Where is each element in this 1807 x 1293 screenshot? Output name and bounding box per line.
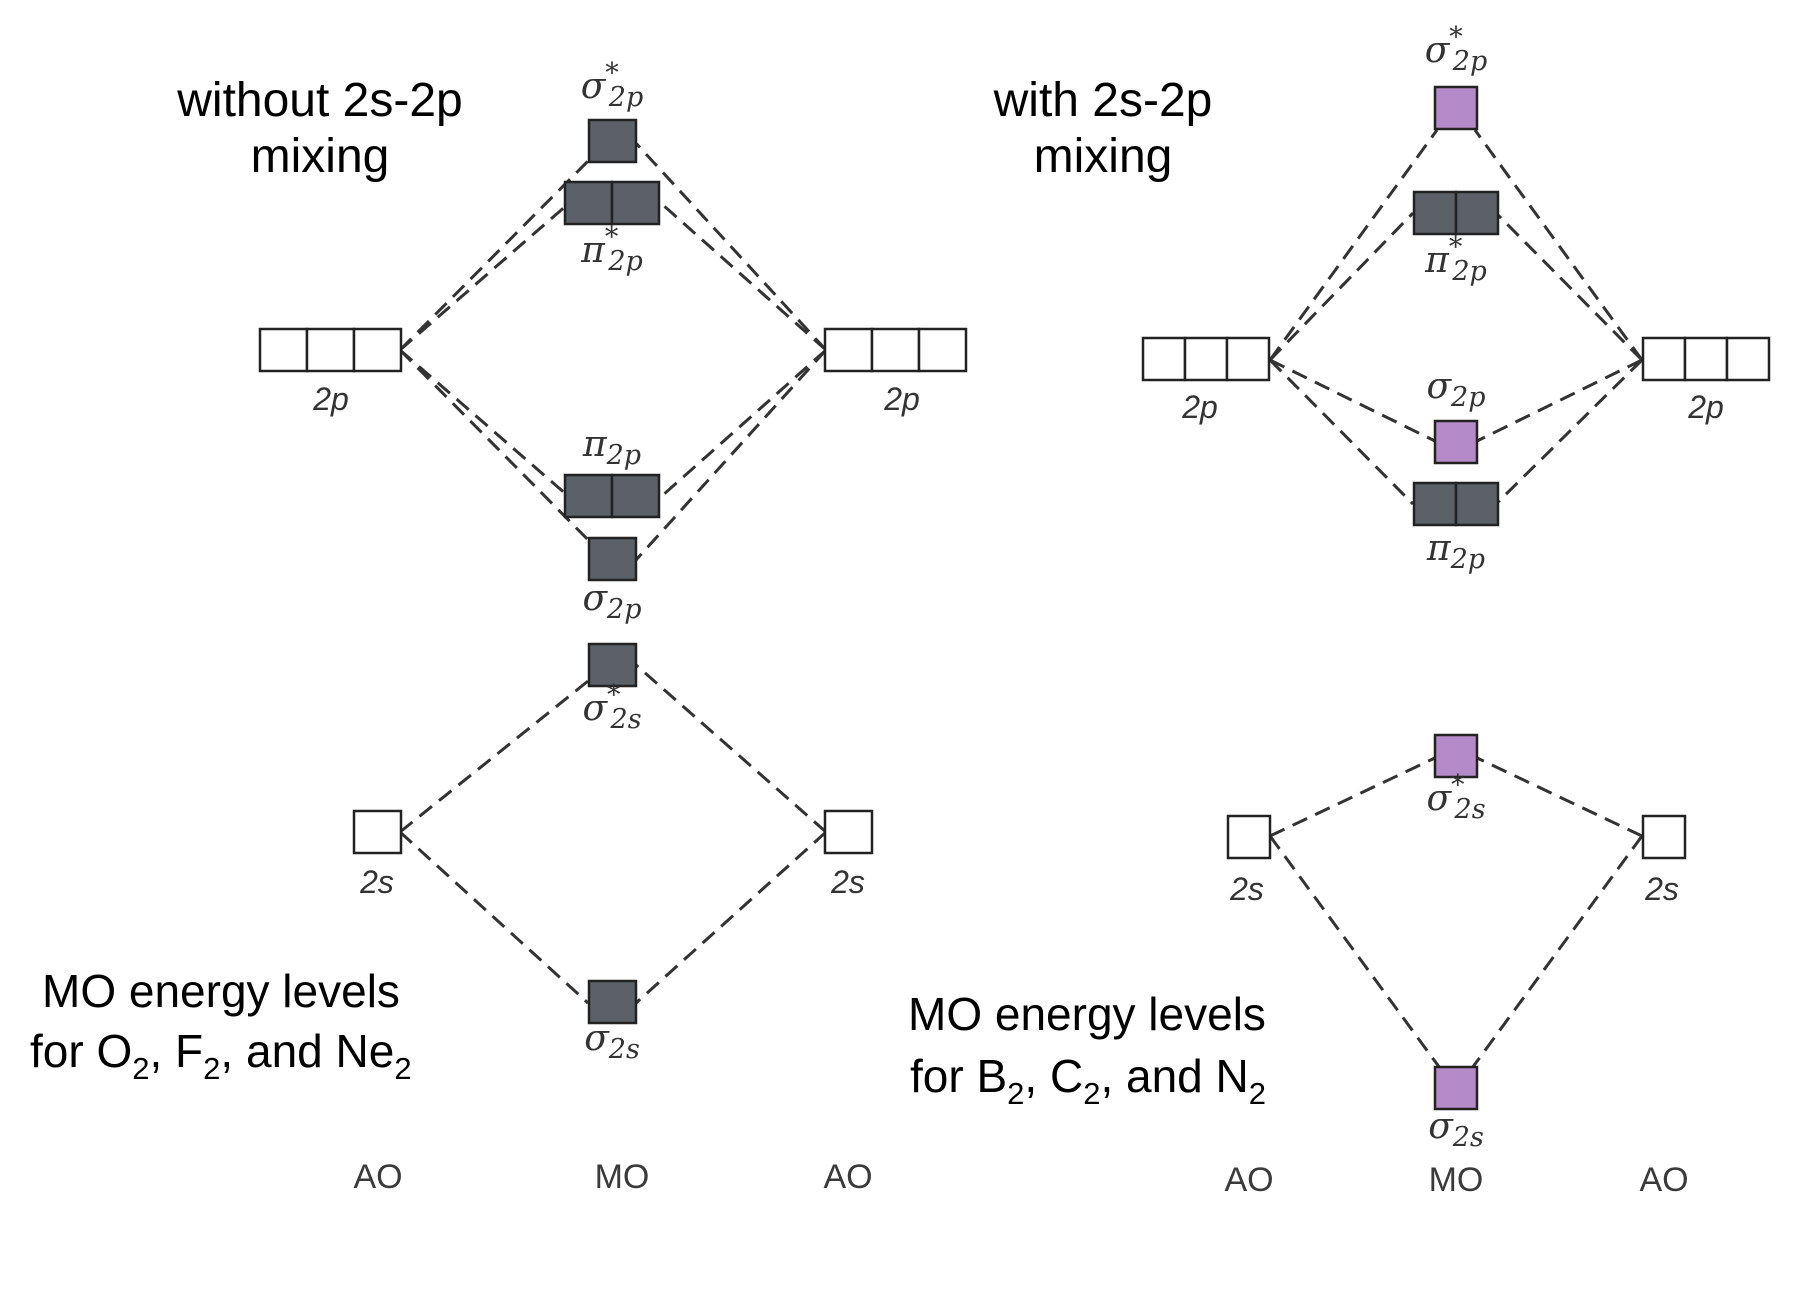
left-mo-sigma-star-2s-box	[587, 642, 638, 688]
left-mo-sigma-2s-box	[587, 979, 638, 1025]
orbital-box	[563, 473, 614, 519]
left-mo-sigma-star-2s-label: σ*2s	[582, 680, 641, 735]
left-diagram: 2p 2p 2s 2s σ*2p π*2p	[30, 58, 968, 1196]
left-mo-pi-star-2p-label: π*2p	[580, 222, 643, 277]
left-mo-sigma-star-2p-label: σ*2p	[581, 58, 644, 113]
right-ao-2p-left-label: 2p	[1181, 389, 1218, 425]
right-mo-sigma-2s-box	[1433, 1065, 1479, 1111]
right-title-line1: with 2s-2p	[993, 74, 1213, 127]
left-axis-ao-left: AO	[353, 1158, 402, 1196]
orbital-box	[352, 327, 403, 373]
right-mo-sigma-star-2p-box	[1433, 85, 1479, 131]
left-mo-pi-2p-label: π2p	[582, 424, 641, 471]
left-ao-2p-left-boxes	[258, 327, 403, 373]
orbital-box	[1183, 336, 1229, 382]
right-ao-2s-right-label: 2s	[1644, 871, 1679, 907]
orbital-box	[1412, 190, 1458, 236]
left-ao-2p-right-boxes	[823, 327, 968, 373]
left-mo-pi-2p-boxes	[563, 473, 661, 519]
left-mo-sigma-2p-label: σ2p	[582, 578, 641, 625]
left-mo-sigma-2p-box	[587, 536, 638, 582]
orbital-box	[1412, 481, 1458, 527]
left-mo-pi-star-2p-boxes	[563, 180, 661, 226]
right-ao-2p-right-label: 2p	[1687, 389, 1724, 425]
left-axis-ao-right: AO	[823, 1158, 872, 1196]
right-ao-2p-left-boxes	[1141, 336, 1271, 382]
orbital-box	[563, 180, 614, 226]
orbital-box	[823, 327, 874, 373]
orbital-box	[1641, 336, 1687, 382]
orbital-box	[610, 473, 661, 519]
orbital-box	[1225, 336, 1271, 382]
left-axis-mo: MO	[595, 1158, 650, 1196]
right-diagram: 2p 2p 2s 2s σ*2p π*2p σ2p	[908, 22, 1771, 1199]
right-mo-sigma-2s-label: σ2s	[1428, 1106, 1484, 1153]
orbital-box	[870, 327, 921, 373]
right-title-line2: mixing	[1034, 130, 1173, 183]
orbital-box	[258, 327, 309, 373]
left-ao-2s-left-label: 2s	[359, 864, 394, 900]
left-ao-2p-left-label: 2p	[312, 381, 349, 417]
right-mo-sigma-2p-box	[1433, 419, 1479, 465]
right-ao-2s-left-box	[1226, 814, 1272, 860]
orbital-box	[1683, 336, 1729, 382]
left-mo-sigma-2s-label: σ2s	[584, 1018, 640, 1065]
left-title-line2: mixing	[251, 130, 390, 183]
right-caption-line2: for B2, C2, and N2	[910, 1050, 1266, 1111]
left-title-line1: without 2s-2p	[176, 74, 463, 127]
right-correlation-lines	[1268, 129, 1644, 1091]
left-mo-sigma-star-2p-box	[587, 118, 638, 164]
left-caption-line1: MO energy levels	[42, 965, 400, 1017]
left-correlation-lines	[398, 139, 828, 1005]
orbital-box	[610, 180, 661, 226]
right-caption-line1: MO energy levels	[908, 988, 1266, 1040]
right-axis-ao-right: AO	[1639, 1161, 1688, 1199]
right-mo-pi-2p-label: π2p	[1426, 528, 1485, 575]
orbital-box	[1454, 190, 1500, 236]
left-ao-2p-right-label: 2p	[883, 381, 920, 417]
right-mo-sigma-star-2p-label: σ*2p	[1425, 22, 1488, 77]
orbital-box	[1454, 481, 1500, 527]
right-mo-sigma-star-2s-box	[1433, 733, 1479, 779]
right-mo-sigma-star-2s-label: σ*2s	[1426, 770, 1485, 825]
right-ao-2s-right-box	[1641, 814, 1687, 860]
left-ao-2s-left-box	[352, 809, 403, 855]
right-axis-mo: MO	[1429, 1161, 1484, 1199]
right-ao-2s-left-label: 2s	[1229, 871, 1264, 907]
orbital-box	[1141, 336, 1187, 382]
right-mo-pi-2p-boxes	[1412, 481, 1500, 527]
right-mo-pi-star-2p-label: π*2p	[1424, 232, 1487, 287]
orbital-box	[1725, 336, 1771, 382]
left-caption-line2: for O2, F2, and Ne2	[30, 1025, 412, 1086]
left-ao-2s-right-box	[823, 809, 874, 855]
right-mo-pi-star-2p-boxes	[1412, 190, 1500, 236]
orbital-box	[305, 327, 356, 373]
right-axis-ao-left: AO	[1224, 1161, 1273, 1199]
orbital-box	[917, 327, 968, 373]
right-mo-sigma-2p-label: σ2p	[1426, 366, 1485, 413]
right-ao-2p-right-boxes	[1641, 336, 1771, 382]
left-ao-2s-right-label: 2s	[830, 864, 865, 900]
